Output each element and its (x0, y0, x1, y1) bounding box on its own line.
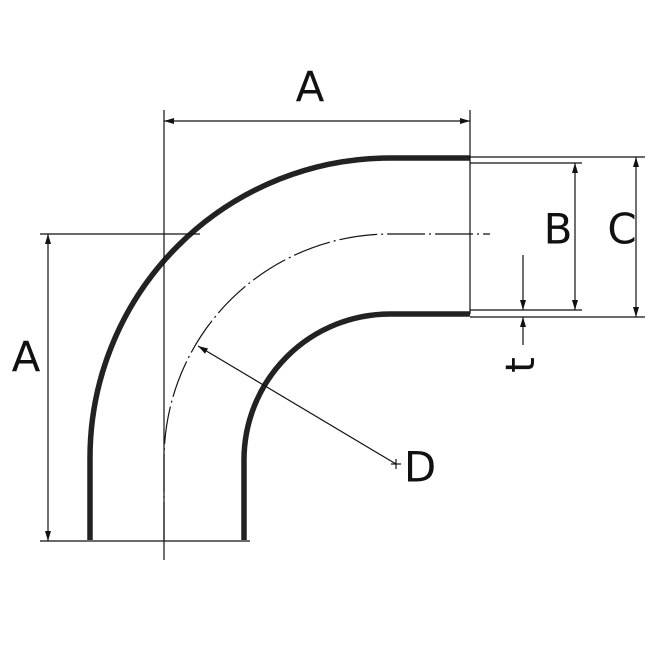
inner-wall (241, 311, 470, 540)
dim-d-label: D (404, 443, 436, 492)
dim-d-leader (197, 345, 397, 465)
dim-t-label: t (498, 357, 544, 373)
centerline (163, 233, 490, 540)
dim-a-left-label: A (12, 333, 41, 382)
dim-b-label: B (544, 205, 573, 254)
dim-a-top-label: A (296, 63, 325, 112)
outer-wall (87, 155, 470, 540)
dim-c-label: C (607, 205, 636, 254)
